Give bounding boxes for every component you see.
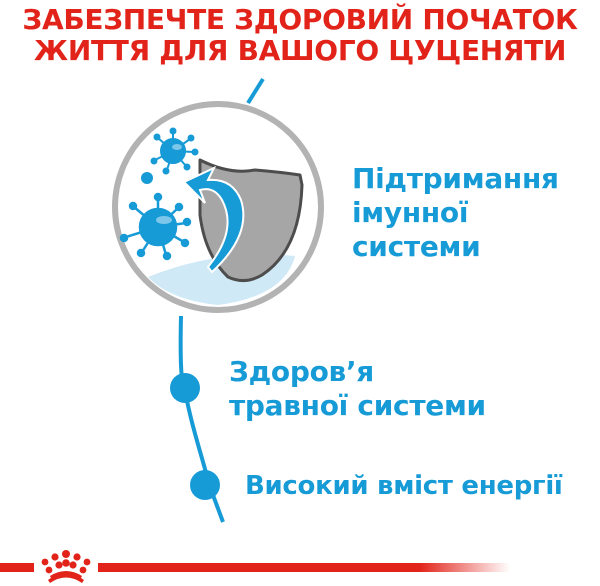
- footer-line-right: [98, 563, 510, 572]
- benefit-line: імунної: [352, 196, 469, 229]
- footer-line-left: [0, 563, 34, 572]
- timeline-dot-energy: [190, 470, 220, 500]
- benefit-line: Високий вміст енергії: [245, 471, 563, 501]
- benefit-line: системи: [352, 230, 481, 263]
- benefit-immune-support: Підтримання імунної системи: [352, 162, 559, 264]
- benefit-line: Підтримання: [352, 162, 559, 195]
- timeline-dot-digestive: [170, 373, 200, 403]
- benefit-digestive-health: Здоров’я травної системи: [229, 355, 486, 423]
- headline: ЗАБЕЗПЕЧТЕ ЗДОРОВИЙ ПОЧАТОК ЖИТТЯ ДЛЯ ВА…: [0, 4, 600, 66]
- benefit-high-energy: Високий вміст енергії: [245, 469, 563, 503]
- timeline-line-top: [246, 77, 265, 105]
- benefit-line: травної системи: [229, 389, 486, 422]
- headline-line-2: ЖИТТЯ ДЛЯ ВАШОГО ЦУЦЕНЯТИ: [33, 34, 567, 67]
- shield-virus-icon: [112, 101, 324, 313]
- headline-line-1: ЗАБЕЗПЕЧТЕ ЗДОРОВИЙ ПОЧАТОК: [22, 3, 578, 36]
- royal-canin-crown-logo: [41, 550, 91, 583]
- benefit-line: Здоров’я: [229, 355, 374, 388]
